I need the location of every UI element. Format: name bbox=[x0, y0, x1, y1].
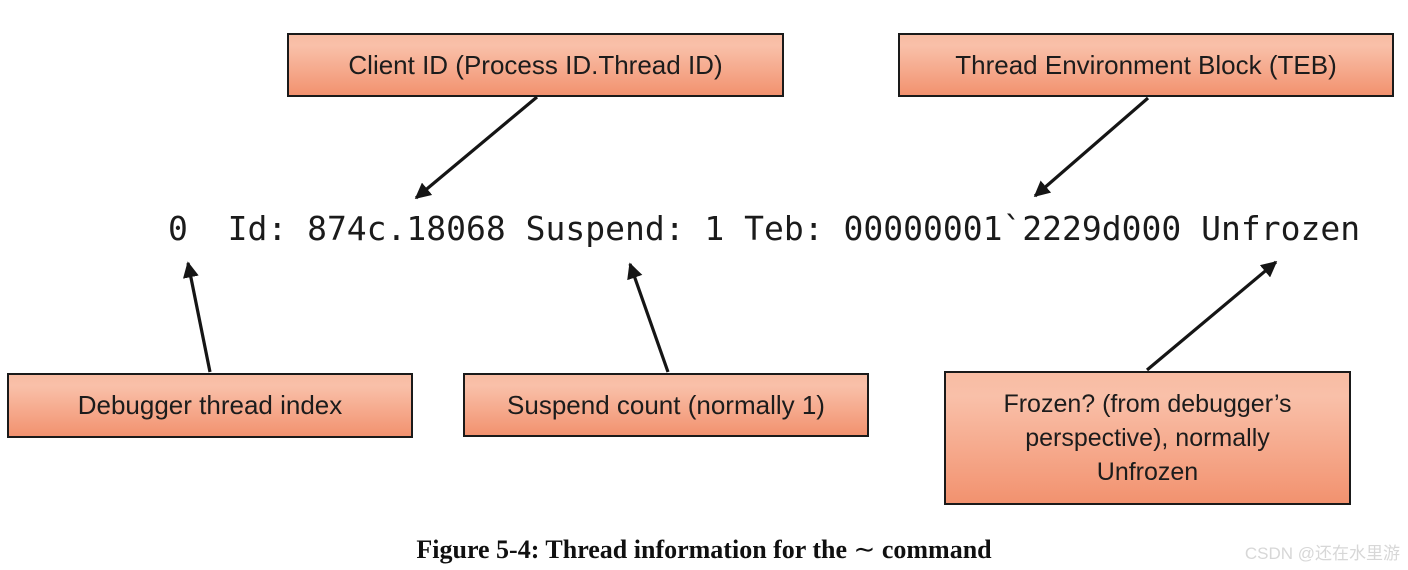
arrow-client-id-to-code bbox=[414, 95, 539, 200]
tilde-command-symbol: ∼ bbox=[853, 535, 876, 565]
csdn-watermark: CSDN @还在水里游 bbox=[1244, 544, 1400, 563]
callout-suspend-count: Suspend count (normally 1) bbox=[463, 373, 869, 437]
arrow-suspend-count-to-code bbox=[627, 262, 670, 373]
callout-teb: Thread Environment Block (TEB) bbox=[898, 33, 1394, 97]
callout-thread-index-label: Debugger thread index bbox=[77, 390, 343, 420]
figure-caption-text: Figure 5-4: Thread information for the bbox=[416, 535, 854, 564]
arrow-teb-to-code bbox=[1033, 96, 1150, 198]
windbg-thread-output: 0 Id: 874c.18068 Suspend: 1 Teb: 0000000… bbox=[168, 209, 1361, 248]
callout-suspend-count-label: Suspend count (normally 1) bbox=[507, 389, 825, 420]
callout-frozen: Frozen? (from debugger’s perspective), n… bbox=[944, 371, 1351, 505]
callout-client-id: Client ID (Process ID.Thread ID) bbox=[287, 33, 784, 97]
arrow-thread-index-to-code bbox=[183, 261, 212, 373]
callout-thread-index: Debugger thread index bbox=[7, 373, 413, 438]
figure-caption-suffix: command bbox=[875, 535, 992, 564]
figure-caption: Figure 5-4: Thread information for the ∼… bbox=[0, 535, 1408, 565]
callout-frozen-label: Frozen? (from debugger’s perspective), n… bbox=[1003, 390, 1292, 486]
callout-teb-label: Thread Environment Block (TEB) bbox=[955, 49, 1337, 80]
callout-client-id-label: Client ID (Process ID.Thread ID) bbox=[348, 49, 723, 80]
arrow-frozen-to-code bbox=[1145, 260, 1278, 372]
